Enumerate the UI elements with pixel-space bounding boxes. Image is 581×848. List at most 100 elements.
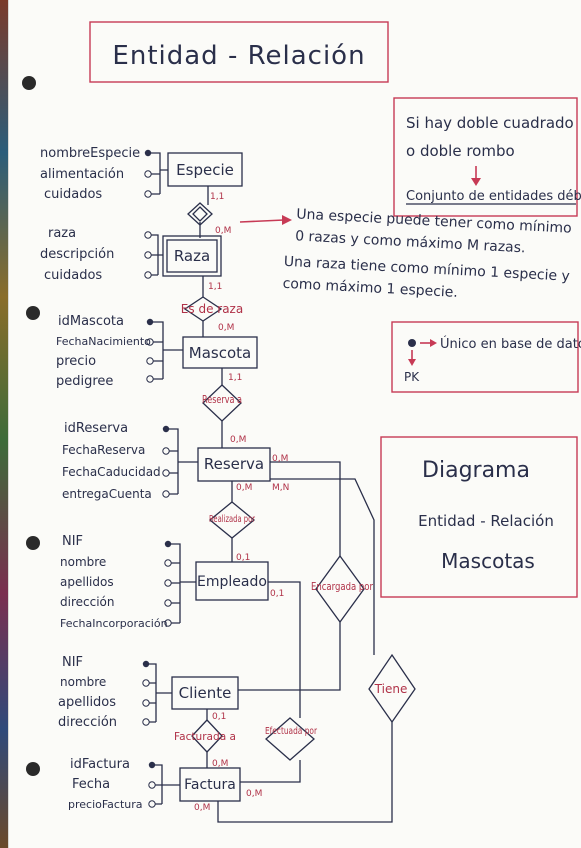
attr-precio: precio: [56, 354, 96, 369]
raza-attributes: raza descripción cuidados: [40, 226, 163, 283]
attr-id-factura: idFactura: [70, 757, 130, 772]
attr-nombre-especie: nombreEspecie: [40, 146, 140, 161]
relationship-reserva-a: Reserva a: [202, 384, 242, 422]
attr-nombre: nombre: [60, 555, 106, 569]
entity-empleado: Empleado: [195, 561, 269, 601]
card-mascota-reserva-bottom: 0,M: [230, 435, 246, 445]
attr-dot-icon: [144, 190, 152, 198]
diagram-label-line-2: Entidad - Relación: [418, 512, 554, 530]
attr-descripcion: descripción: [40, 247, 114, 262]
card-reserva-mn: M,N: [272, 483, 289, 493]
mascota-attributes: idMascota FechaNacimiento precio pedigre…: [56, 314, 183, 389]
card-reserva-bottom: 0,M: [236, 483, 252, 493]
entity-factura-name: Factura: [184, 777, 236, 793]
binder-hole: [22, 76, 36, 90]
rel-realizada-por-label: Realizada por: [209, 514, 256, 525]
entity-reserva: Reserva: [197, 447, 271, 482]
attr-pedigree: pedigree: [56, 374, 113, 389]
attr-nombre: nombre: [60, 675, 106, 689]
entity-especie-name: Especie: [176, 161, 234, 179]
attr-dot-icon: [164, 579, 172, 587]
card-empleado-bottom: 0,1: [236, 553, 250, 563]
attr-dot-icon: [146, 357, 154, 365]
relationship-tiene: Tiene: [368, 653, 416, 724]
entity-raza: Raza: [162, 235, 222, 277]
pk-legend-arrow-head: [430, 339, 437, 347]
attr-dot-icon: [164, 599, 172, 607]
attr-fecha-caducidad: FechaCaducidad: [62, 465, 161, 479]
diagram-label-box: [380, 436, 578, 598]
pk-dot-icon: [146, 318, 154, 326]
card-factura-left: 0,M: [194, 803, 210, 813]
attr-dot-icon: [142, 699, 150, 707]
page-title: Entidad - Relación: [112, 41, 365, 71]
rel-es-de-raza-label: Es de raza: [181, 302, 243, 316]
cliente-attributes: NIF nombre apellidos dirección: [58, 655, 172, 730]
weak-legend-arrow-head: [471, 178, 481, 186]
entity-especie: Especie: [167, 152, 243, 187]
card-cliente-bottom: 0,1: [212, 712, 226, 722]
empleado-attributes: NIF nombre apellidos dirección FechaInco…: [60, 534, 196, 630]
attr-nif: NIF: [62, 534, 83, 549]
attr-dot-icon: [162, 490, 170, 498]
weak-legend-line-1: Si hay doble cuadrado: [406, 114, 574, 132]
attr-entrega-cuenta: entregaCuenta: [62, 487, 152, 501]
attr-raza: raza: [48, 226, 76, 241]
attr-dot-icon: [144, 251, 152, 259]
weak-entity-legend-box: [393, 97, 578, 217]
attr-direccion: dirección: [58, 715, 117, 730]
card-especie-raza-top: 1,1: [210, 192, 224, 202]
relationship-efectuada-por: Efectuada por: [265, 717, 318, 761]
attr-dot-icon: [142, 718, 150, 726]
attr-nif: NIF: [62, 655, 83, 670]
attr-cuidados: cuidados: [44, 187, 102, 202]
relationship-realizada-por: Realizada por: [208, 501, 256, 539]
attr-fecha: Fecha: [72, 777, 110, 792]
diagram-label-line-1: Diagrama: [422, 458, 530, 483]
relationship-facturada-a: Facturada a: [174, 719, 236, 753]
attr-dot-icon: [146, 375, 154, 383]
title-box: [89, 21, 389, 83]
attr-direccion: dirección: [60, 595, 114, 609]
binder-hole: [26, 306, 40, 320]
pk-legend-text: Único en base de datos: [440, 336, 581, 352]
note-arrow-head: [282, 215, 292, 225]
note-arrow: [239, 219, 285, 223]
card-reserva-right: 0,M: [272, 454, 288, 464]
attr-apellidos: apellidos: [58, 695, 116, 710]
relationship-es-de-raza: Es de raza: [181, 296, 243, 322]
pk-dot-icon: [408, 339, 416, 347]
pk-dot-icon: [142, 660, 150, 668]
attr-dot-icon: [144, 231, 152, 239]
entity-mascota-name: Mascota: [189, 344, 251, 362]
binder-hole: [26, 536, 40, 550]
rel-encargada-por-label: Encargada por: [311, 580, 373, 593]
card-raza-mascota-top: 1,1: [208, 282, 222, 292]
weak-legend-line-2: o doble rombo: [406, 142, 515, 160]
rel-efectuada-por-label: Efectuada por: [265, 726, 318, 737]
relationship-especie-raza: [187, 202, 213, 226]
diagram-label-line-3: Mascotas: [441, 549, 535, 573]
note-line-4: como máximo 1 especie.: [282, 276, 458, 301]
card-raza-mascota-bottom: 0,M: [218, 323, 234, 333]
entity-raza-name: Raza: [174, 247, 210, 265]
attr-dot-icon: [164, 559, 172, 567]
pk-label: PK: [404, 370, 420, 384]
attr-cuidados: cuidados: [44, 268, 102, 283]
card-factura-top: 0,M: [212, 759, 228, 769]
attr-dot-icon: [148, 800, 156, 808]
pk-legend-box: [391, 321, 579, 393]
rel-reserva-a-label: Reserva a: [202, 393, 242, 406]
pk-dot-icon: [148, 761, 156, 769]
attr-apellidos: apellidos: [60, 575, 114, 589]
relationship-encargada-por: Encargada por: [311, 554, 373, 624]
factura-attributes: idFactura Fecha precioFactura: [68, 757, 180, 811]
paper-sheet: [8, 0, 581, 848]
entity-factura: Factura: [179, 767, 241, 802]
attr-id-reserva: idReserva: [64, 421, 128, 436]
weak-legend-line-3: Conjunto de entidades débiles: [406, 189, 581, 204]
card-factura-right: 0,M: [246, 789, 262, 799]
pk-down-arrow-head: [408, 359, 416, 366]
attr-precio-factura: precioFactura: [68, 798, 143, 811]
